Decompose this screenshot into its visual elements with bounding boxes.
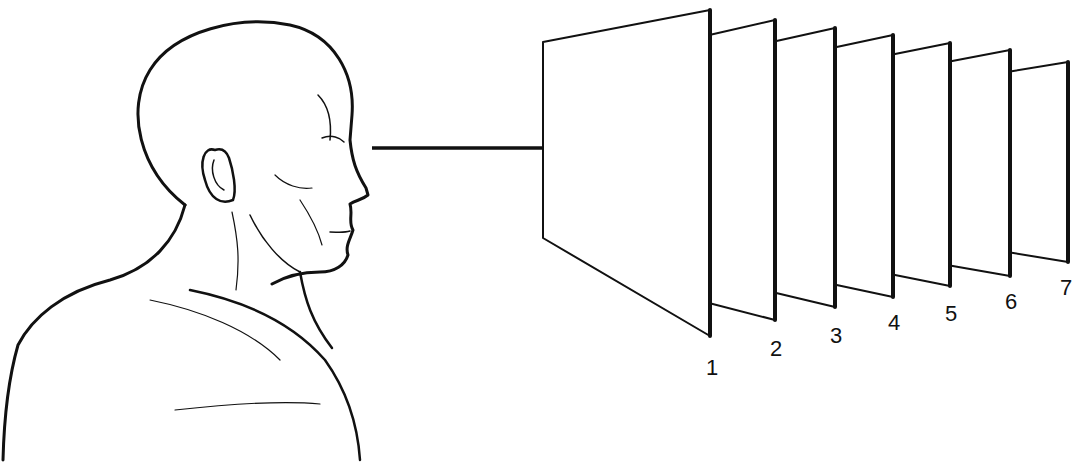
front-shoulder (190, 290, 360, 460)
neck-front (300, 272, 332, 348)
panel-face (543, 10, 710, 336)
panel (890, 43, 950, 286)
panel (947, 50, 1010, 276)
panel (832, 35, 893, 297)
panel-number: 5 (945, 303, 957, 325)
panel-edge (833, 28, 837, 307)
panel-number: 2 (770, 338, 782, 360)
panel (543, 10, 710, 336)
panel (1007, 62, 1068, 262)
ear (202, 149, 234, 201)
panel-face (1007, 62, 1068, 262)
head-sketch (3, 22, 368, 460)
panel-face (772, 28, 835, 307)
head-outline (138, 22, 368, 284)
panel-face (705, 20, 775, 320)
brow (318, 95, 331, 140)
panel-face (890, 43, 950, 286)
panel-edge (948, 43, 952, 286)
collar-line (150, 300, 280, 360)
chest-line (175, 403, 320, 410)
jaw (250, 215, 300, 272)
panel-stack (543, 10, 1068, 336)
cheek (275, 175, 322, 245)
panel-edge (708, 10, 712, 336)
ear-inner (212, 160, 224, 190)
neck-line (232, 212, 238, 290)
panel-number: 3 (830, 325, 842, 347)
panel-number: 6 (1005, 291, 1017, 313)
panel-number: 4 (888, 312, 900, 334)
panel-edge (1008, 50, 1012, 276)
panel-face (832, 35, 893, 297)
panel-edge (891, 35, 895, 297)
panel (772, 28, 835, 307)
eye (322, 136, 344, 142)
panel-number: 7 (1060, 277, 1072, 299)
back-shoulder (3, 205, 185, 460)
panel-face (947, 50, 1010, 276)
panel-edge (773, 20, 777, 320)
panel-edge (1066, 62, 1070, 262)
mouth (330, 231, 350, 232)
panel-number: 1 (706, 357, 718, 379)
panel (705, 20, 775, 320)
